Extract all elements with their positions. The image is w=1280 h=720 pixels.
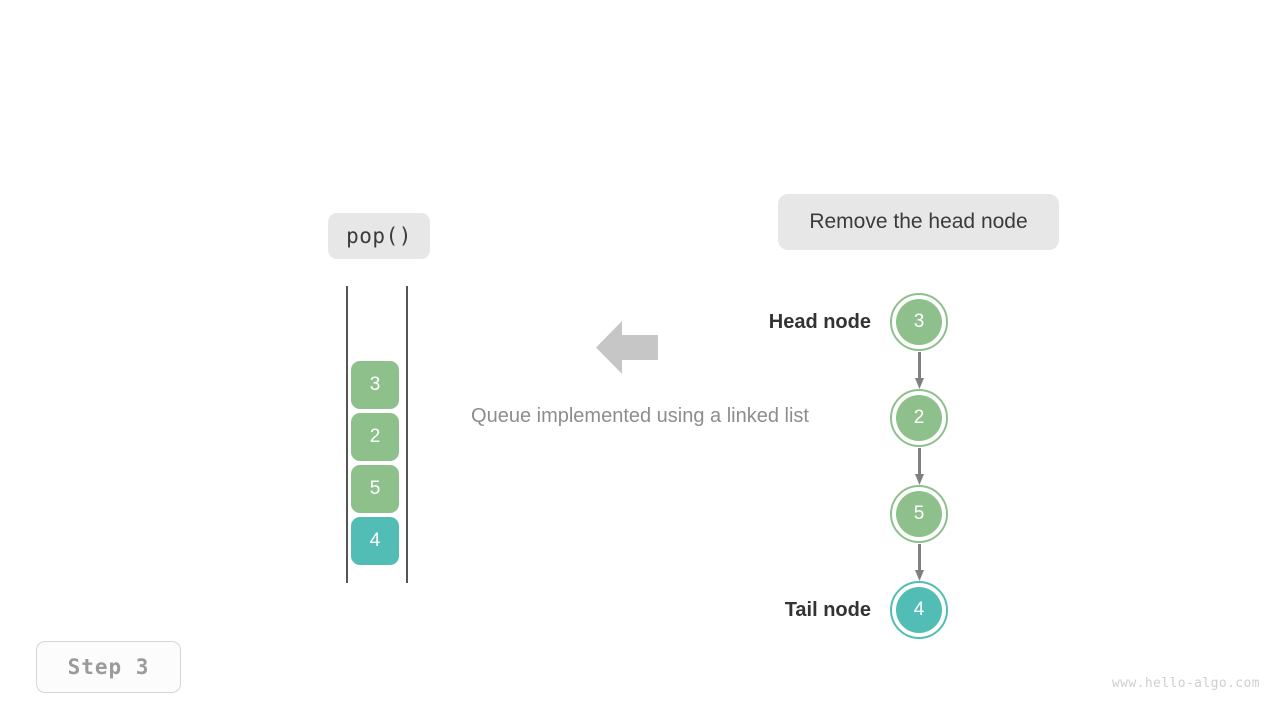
queue-cell-value: 5	[369, 478, 381, 499]
queue-cell: 4	[351, 517, 399, 565]
linked-list-node-disc: 2	[896, 395, 942, 441]
linked-list-node: 2	[890, 389, 948, 447]
tail-node-label: Tail node	[784, 599, 871, 621]
queue-cell: 5	[351, 465, 399, 513]
queue-cell: 2	[351, 413, 399, 461]
link-arrow-icon	[915, 352, 924, 390]
link-arrow-icon	[915, 544, 924, 582]
linked-list-node-value: 2	[913, 407, 925, 428]
linked-list-node-disc: 5	[896, 491, 942, 537]
linked-list-node: 3	[890, 293, 948, 351]
linked-list-node: 4	[890, 581, 948, 639]
operation-label: pop()	[328, 213, 430, 259]
queue-cell: 3	[351, 361, 399, 409]
linked-list-node-value: 3	[913, 311, 925, 332]
linked-list-node-value: 4	[913, 599, 925, 620]
step-indicator-text: Step 3	[67, 655, 150, 679]
operation-label-text: pop()	[346, 224, 412, 248]
action-description-text: Remove the head node	[809, 210, 1028, 233]
left-arrow-icon	[596, 320, 658, 375]
queue-cell-value: 3	[369, 374, 381, 395]
queue-rail-right	[406, 286, 408, 583]
watermark: www.hello-algo.com	[1111, 676, 1260, 691]
linked-list-node-disc: 3	[896, 299, 942, 345]
action-description-label: Remove the head node	[778, 194, 1059, 250]
queue-cell-value: 4	[369, 530, 381, 551]
step-indicator: Step 3	[36, 641, 181, 693]
queue-rail-left	[346, 286, 348, 583]
queue-cell-value: 2	[369, 426, 381, 447]
linked-list-chain: 3 2 5 4	[890, 293, 948, 639]
linked-list-node-value: 5	[913, 503, 925, 524]
linked-list-node-disc: 4	[896, 587, 942, 633]
head-node-label: Head node	[768, 311, 871, 333]
diagram-caption: Queue implemented using a linked list	[471, 405, 809, 427]
link-arrow-icon	[915, 448, 924, 486]
linked-list-node: 5	[890, 485, 948, 543]
